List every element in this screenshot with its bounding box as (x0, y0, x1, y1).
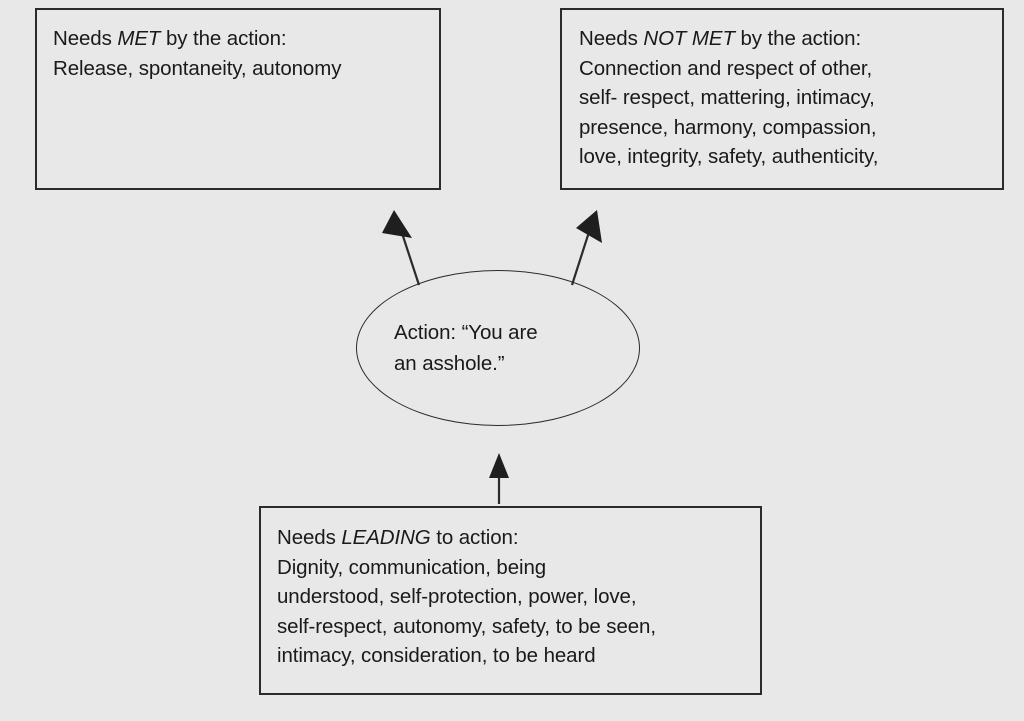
arrow-head (382, 210, 412, 238)
needs-leading-body: Dignity, communication, being understood… (277, 555, 656, 668)
needs-leading-text: Needs LEADING to action: Dignity, commun… (277, 523, 760, 671)
needs-met-text: Needs MET by the action: Release, sponta… (53, 24, 439, 83)
needs-leading-title-prefix: Needs (277, 526, 342, 549)
arrow-head (489, 453, 509, 478)
needs-met-title-emphasis: MET (117, 27, 161, 50)
action-label: Action: “You are an asshole.” (394, 321, 538, 375)
needs-leading-title-suffix: to action: (430, 526, 519, 549)
needs-met-body: Release, spontaneity, autonomy (53, 56, 342, 80)
action-ellipse-outline (356, 270, 640, 426)
needs-leading-title-emphasis: LEADING (341, 526, 431, 549)
needs-not-met-title-prefix: Needs (579, 27, 644, 50)
arrow-needs-leading-to-action (489, 453, 509, 504)
needs-not-met-box: Needs NOT MET by the action: Connection … (560, 8, 1004, 190)
needs-not-met-text: Needs NOT MET by the action: Connection … (579, 24, 1002, 172)
needs-leading-box: Needs LEADING to action: Dignity, commun… (259, 506, 762, 695)
action-ellipse: Action: “You are an asshole.” (356, 270, 640, 426)
needs-met-box: Needs MET by the action: Release, sponta… (35, 8, 441, 190)
needs-met-title-suffix: by the action: (160, 27, 287, 50)
needs-not-met-body: Connection and respect of other, self- r… (579, 56, 879, 169)
arrow-head (576, 210, 602, 243)
needs-met-title-prefix: Needs (53, 27, 118, 50)
needs-not-met-title-suffix: by the action: (734, 27, 862, 50)
needs-not-met-title-emphasis: NOT MET (643, 27, 735, 50)
